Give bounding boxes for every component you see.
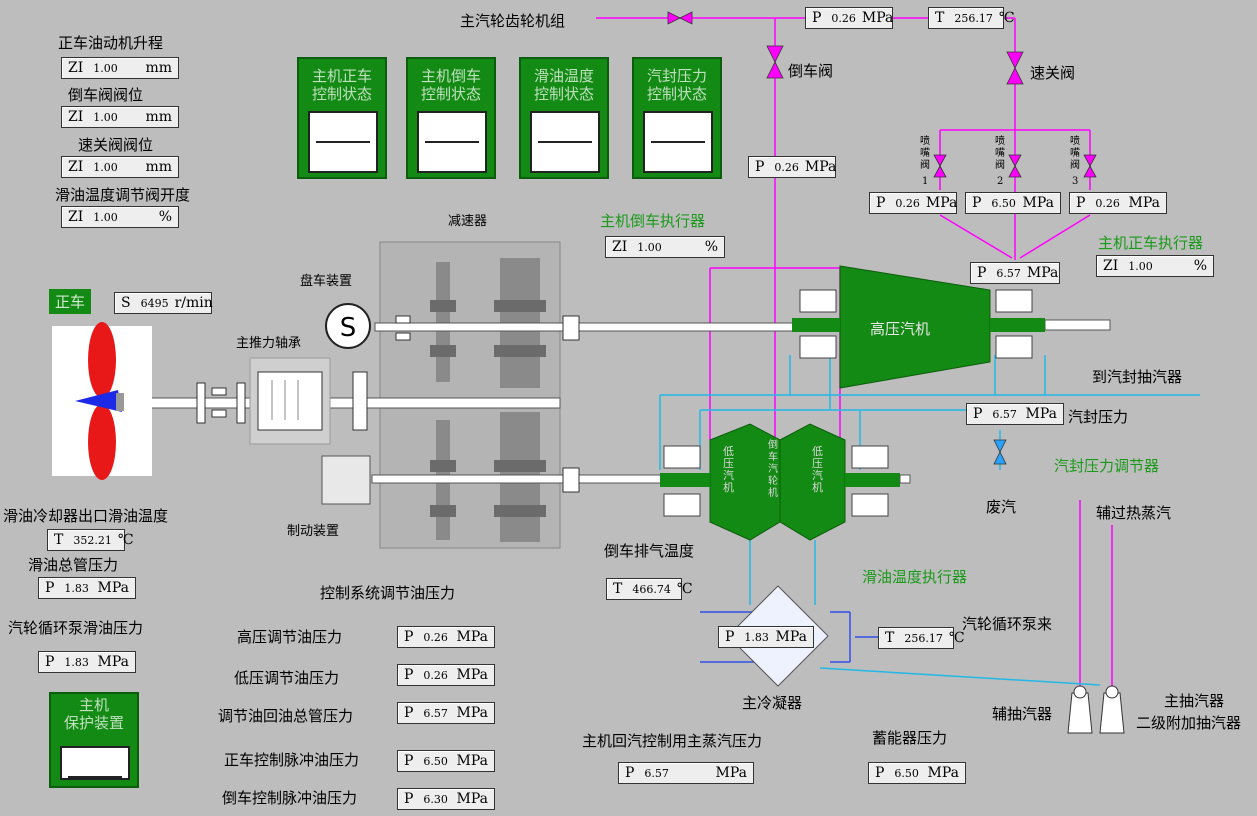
nozzle-1-num: 1 xyxy=(922,176,929,187)
reducer-label: 减速器 xyxy=(448,214,488,229)
lp-turbine-shape xyxy=(709,423,846,541)
pump-oil-p-label: 汽轮循环泵滑油压力 xyxy=(8,619,144,637)
aux-ejector-icon xyxy=(1067,692,1093,734)
thrust-bearing-label: 主推力轴承 xyxy=(236,336,302,351)
hp-reg-label: 高压调节油压力 xyxy=(237,628,343,646)
waste-steam-label: 废汽 xyxy=(986,498,1017,516)
reverse-valve-icon xyxy=(766,45,784,63)
lp-turbine-2-label: 低压汽机 xyxy=(812,445,823,494)
control-oil-label: 控制系统调节油压力 xyxy=(320,584,456,602)
ahead-actuator-label: 主机正车执行器 xyxy=(1098,234,1204,252)
return-header-label: 调节油回油总管压力 xyxy=(218,707,354,725)
aux-ejector-label: 辅抽汽器 xyxy=(992,705,1053,723)
brake-label: 制动装置 xyxy=(287,524,340,539)
oil-temp-actuator-label: 滑油温度执行器 xyxy=(862,568,968,586)
protection-device-panel[interactable]: 主机保护装置 xyxy=(49,692,139,788)
quick-valve-label: 速关阀 xyxy=(1030,64,1076,82)
nozzle-2-num: 2 xyxy=(997,176,1004,187)
ahead-engine-lift-label: 正车油动机升程 xyxy=(58,34,164,52)
from-pump-label: 汽轮循环泵来 xyxy=(962,615,1053,633)
accumulator-label: 蓄能器压力 xyxy=(872,729,948,747)
ahead-status-indicator: 正车 xyxy=(49,289,92,314)
aux-superheated-label: 辅过热蒸汽 xyxy=(1096,504,1172,522)
reverse-turbine-label: 倒车汽轮机 xyxy=(768,440,778,499)
second-ejector-label: 二级附加抽汽器 xyxy=(1136,714,1242,732)
nozzle-2-label: 喷嘴阀 xyxy=(995,136,1005,171)
cooler-out-label: 滑油冷却器出口滑油温度 xyxy=(3,507,169,525)
nozzle-3-label: 喷嘴阀 xyxy=(1070,136,1080,171)
nozzle-3-num: 3 xyxy=(1072,176,1079,187)
oil-main-p-label: 滑油总管压力 xyxy=(28,556,119,574)
reverse-valve-label: 倒车阀 xyxy=(788,62,834,80)
quick-valve-icon xyxy=(1006,51,1024,69)
reverse-exhaust-label: 倒车排气温度 xyxy=(604,542,695,560)
gear-unit-label: 主汽轮齿轮机组 xyxy=(460,12,566,30)
hp-turbine-shape xyxy=(839,265,991,389)
lp-turbine-1-label: 低压汽机 xyxy=(723,445,734,494)
valve-icon xyxy=(667,11,681,25)
reverse-actuator-label: 主机倒车执行器 xyxy=(600,212,706,230)
lp-reg-label: 低压调节油压力 xyxy=(234,669,340,687)
nozzle-1-label: 喷嘴阀 xyxy=(920,136,930,171)
return-steam-label: 主机回汽控制用主蒸汽压力 xyxy=(582,732,763,750)
condenser-label: 主冷凝器 xyxy=(742,694,803,712)
svg-text:S: S xyxy=(340,313,357,343)
gland-regulator-label: 汽封压力调节器 xyxy=(1054,457,1160,475)
gland-pressure-label: 汽封压力 xyxy=(1068,408,1129,426)
panel-gland-control[interactable]: 汽封压力控制状态 xyxy=(632,57,722,179)
main-ejector-icon xyxy=(1099,692,1125,734)
panel-ahead-control[interactable]: 主机正车控制状态 xyxy=(297,57,387,179)
main-ejector-label: 主抽汽器 xyxy=(1164,692,1225,710)
brake-icon xyxy=(321,455,371,505)
reverse-pulse-label: 倒车控制脉冲油压力 xyxy=(222,789,358,807)
ahead-pulse-label: 正车控制脉冲油压力 xyxy=(224,751,360,769)
hp-turbine-label: 高压汽机 xyxy=(870,320,931,338)
cooling-lines xyxy=(700,611,880,663)
turning-gear-label: 盘车装置 xyxy=(300,274,353,289)
reverse-valve-pos-label: 倒车阀阀位 xyxy=(68,86,144,104)
turning-gear-icon xyxy=(325,303,371,349)
oil-temp-valve-label: 滑油温度调节阀开度 xyxy=(55,186,191,204)
panel-reverse-control[interactable]: 主机倒车控制状态 xyxy=(406,57,496,179)
quick-valve-pos-label: 速关阀阀位 xyxy=(78,136,154,154)
to-gland-extractor-label: 到汽封抽汽器 xyxy=(1092,368,1183,386)
panel-oil-temp-control[interactable]: 滑油温度控制状态 xyxy=(519,57,609,179)
